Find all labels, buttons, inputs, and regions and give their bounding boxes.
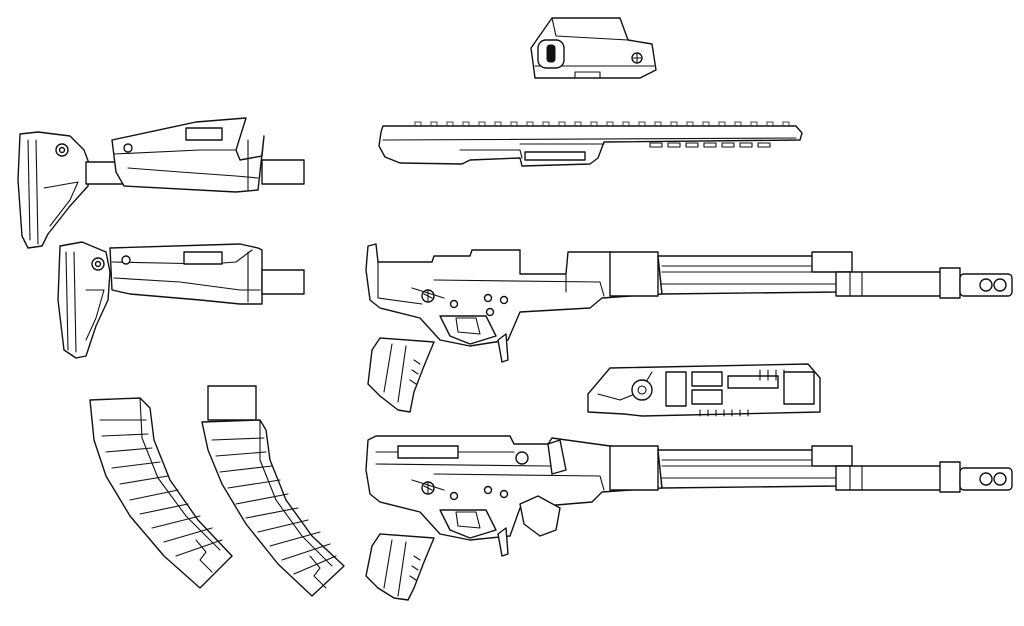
curved-magazine-with-loader [201,385,345,597]
assembled-rifle [365,435,1013,601]
curved-magazine [89,397,233,589]
folding-stock-extended [17,117,305,249]
handguard [587,363,821,417]
rail-teeth [414,121,790,126]
red-dot-sight [530,17,657,79]
rifle-receiver [365,243,1013,413]
top-rail [378,121,803,167]
folding-stock-collapsed [57,241,305,359]
